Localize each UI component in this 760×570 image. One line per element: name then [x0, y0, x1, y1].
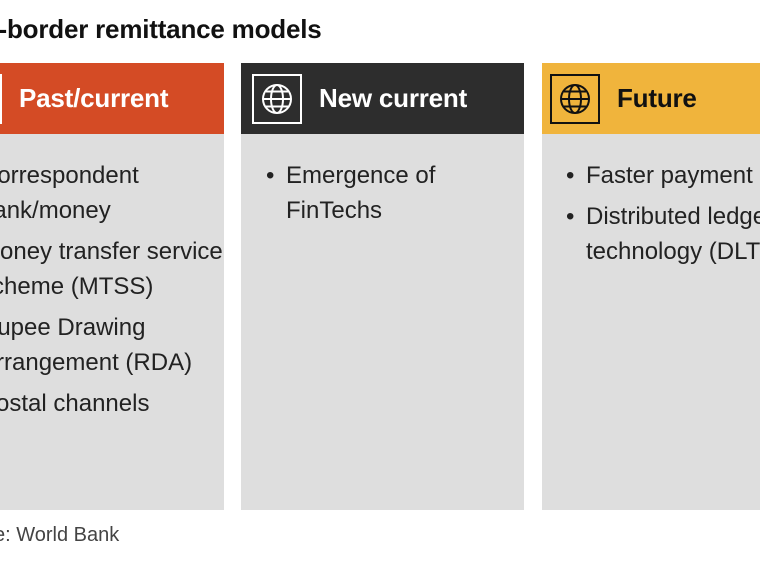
column-new-current: New current •Emergence of FinTechs [241, 63, 524, 510]
list-item: •Faster payment rails [566, 162, 760, 189]
list-item: •Emergence of FinTechs [266, 162, 436, 224]
diagram-title: ss-border remittance models [0, 14, 322, 44]
list-item: •Rupee Drawing Arrangement (RDA) [0, 314, 193, 376]
column-label: New current [319, 83, 468, 113]
column-label: Future [617, 83, 697, 113]
column-header-past-current: Past/current [0, 63, 224, 134]
column-header-future: Future [542, 63, 760, 134]
source-note: e: World Bank [0, 524, 120, 546]
list-item: •Money transfer service scheme (MTSS) [0, 238, 223, 300]
bullet-list: •Emergence of FinTechs [266, 158, 516, 234]
list-item: •Distributed ledger technology (DLT) [566, 203, 760, 265]
list-item: •Correspondent bank/money [0, 162, 139, 224]
globe-icon [252, 73, 302, 124]
globe-icon [550, 73, 600, 124]
list-item: •Postal channels [0, 390, 150, 417]
column-future: Future •Faster payment rails •Distribute… [542, 63, 760, 510]
column-header-new-current: New current [241, 63, 524, 134]
column-past-current: Past/current •Correspondent bank/money •… [0, 63, 224, 510]
column-label: Past/current [19, 83, 169, 113]
bullet-list: •Correspondent bank/money •Money transfe… [0, 158, 240, 427]
bullet-list: •Faster payment rails •Distributed ledge… [566, 158, 760, 275]
globe-icon [0, 73, 2, 124]
